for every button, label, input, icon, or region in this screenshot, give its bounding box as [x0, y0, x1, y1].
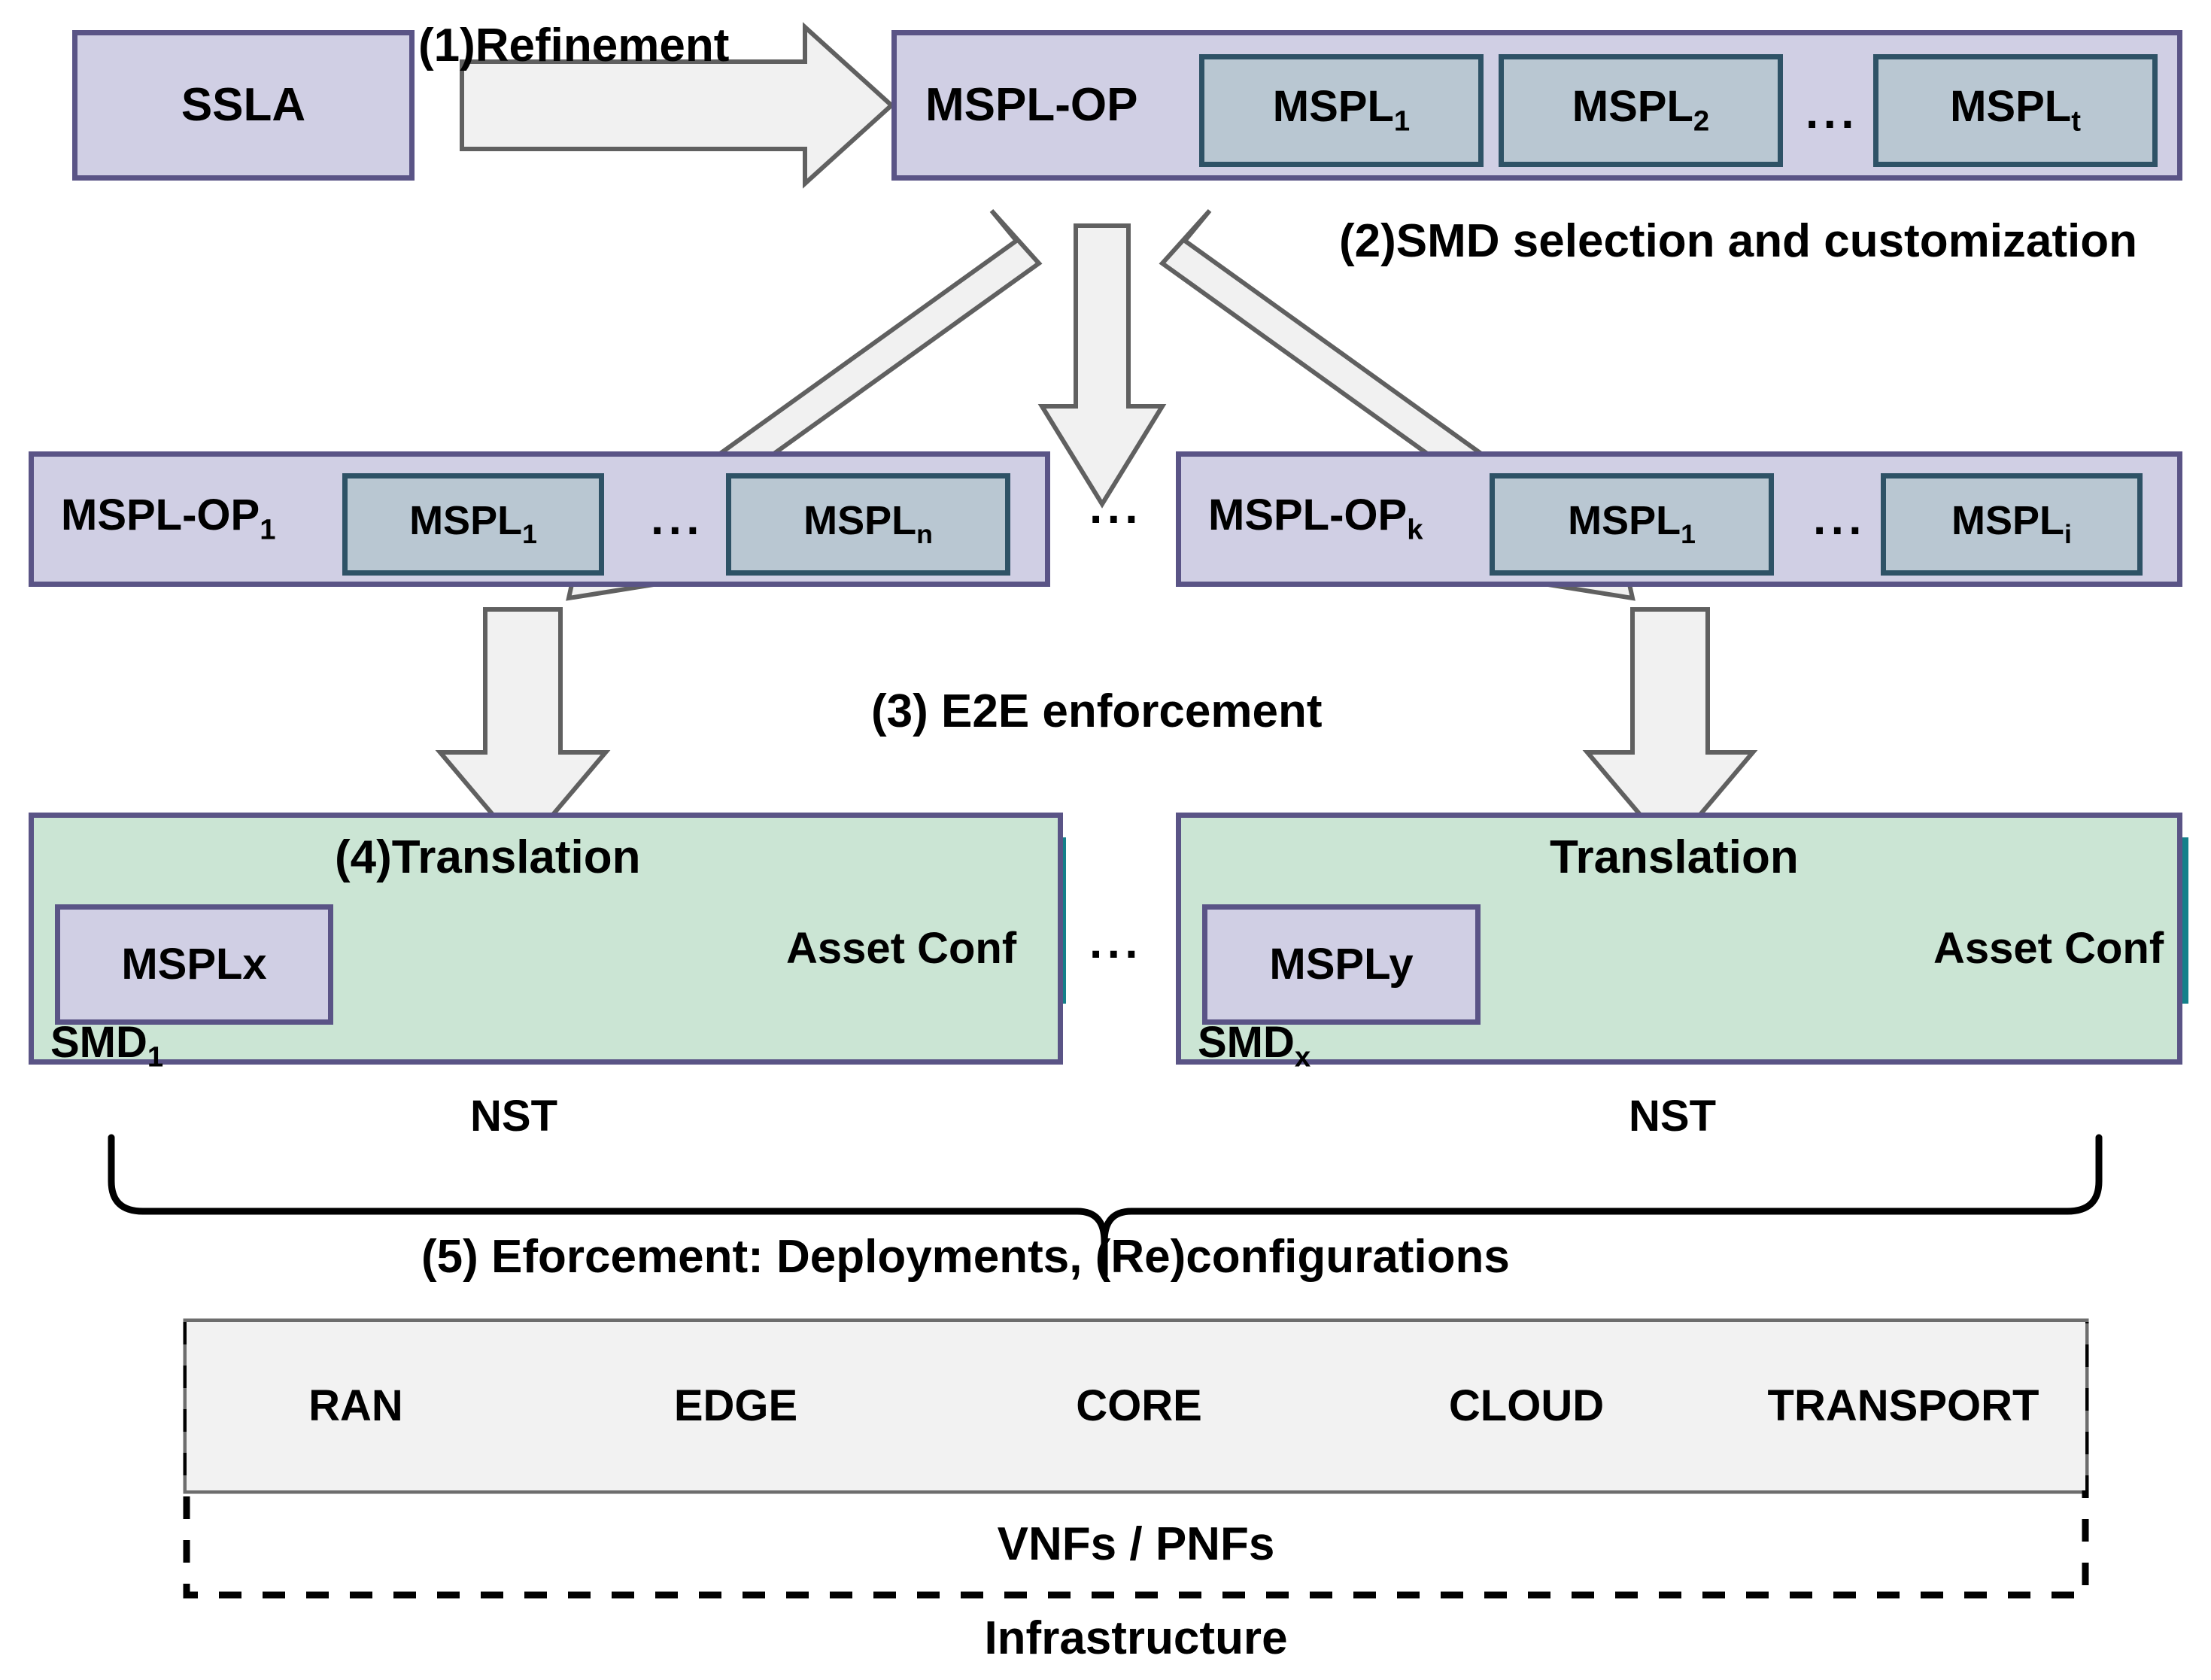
- mspl-policy-t-label: MSPLt: [1950, 82, 2081, 138]
- smd-x-asset-label: Asset Conf: [1933, 924, 2164, 973]
- vnf-pnf-label: VNFs / PNFs: [997, 1517, 1275, 1570]
- mspl-op-k-policy-i-label: MSPLi: [1951, 498, 2072, 550]
- step5-label: (5) Eforcement: Deployments, (Re)configu…: [421, 1231, 1510, 1283]
- smd-1-box[interactable]: MSPLx (4)Translation Asset Conf SMD1: [29, 813, 1063, 1071]
- vnf-pnf-area: VNFs / PNFs: [187, 1493, 2085, 1595]
- step3-label: (3) E2E enforcement: [871, 685, 1323, 737]
- smd-1-translation-label: (4)Translation: [335, 831, 641, 883]
- mspl-op-1-policy-n[interactable]: MSPLn: [726, 473, 1010, 576]
- domain-label-ran: RAN: [308, 1381, 403, 1430]
- step2-label: (2)SMD selection and customization: [1339, 215, 2138, 267]
- domain-cell-ran[interactable]: RAN: [187, 1322, 525, 1490]
- mspl-op-ellipsis: ···: [1806, 99, 1859, 150]
- smd-1-mspl-label: MSPLx: [121, 940, 267, 989]
- mspl-op-box[interactable]: MSPL-OP MSPL1 MSPL2 ··· MSPLt: [891, 30, 2182, 181]
- mspl-op-k-policy-1-label: MSPL1: [1568, 498, 1696, 550]
- domain-label-transport: TRANSPORT: [1767, 1381, 2039, 1430]
- nst-label-right: NST: [1629, 1092, 1716, 1141]
- domain-cell-core[interactable]: CORE: [946, 1322, 1332, 1490]
- smd-x-translation-label: Translation: [1550, 831, 1799, 883]
- mspl-op-1-label: MSPL-OP1: [61, 491, 276, 546]
- mspl-op-1-ellipsis: ···: [651, 505, 704, 557]
- smd-1-mspl-box[interactable]: MSPLx: [55, 904, 333, 1025]
- mspl-policy-1[interactable]: MSPL1: [1199, 54, 1484, 167]
- smd-x-mspl-label: MSPLy: [1269, 940, 1414, 989]
- nst-brace: [108, 1134, 2103, 1242]
- mspl-op-1-box[interactable]: MSPL-OP1 MSPL1 ··· MSPLn: [29, 451, 1050, 587]
- mspl-op-label: MSPL-OP: [925, 79, 1138, 131]
- step1-label: (1)Refinement: [418, 20, 730, 71]
- mspl-op-1-policy-1[interactable]: MSPL1: [342, 473, 604, 576]
- mspl-op-1-policy-1-label: MSPL1: [409, 498, 537, 550]
- domain-cell-edge[interactable]: EDGE: [525, 1322, 946, 1490]
- infrastructure-area: Infrastructure: [187, 1603, 2085, 1674]
- mspl-policy-1-label: MSPL1: [1272, 82, 1411, 138]
- mspl-policy-2[interactable]: MSPL2: [1499, 54, 1783, 167]
- infrastructure-label: Infrastructure: [984, 1612, 1288, 1664]
- mspl-policy-2-label: MSPL2: [1572, 82, 1710, 138]
- domain-cell-transport[interactable]: TRANSPORT: [1721, 1322, 2085, 1490]
- domain-strip: RAN EDGE CORE CLOUD TRANSPORT: [187, 1322, 2085, 1490]
- smd-x-id-label: SMDx: [1198, 1018, 1311, 1074]
- mspl-op-k-policy-1[interactable]: MSPL1: [1490, 473, 1774, 576]
- smd-1-asset-label: Asset Conf: [786, 924, 1017, 973]
- row3-mid-ellipsis: ···: [1089, 928, 1143, 980]
- smd-1-id-label: SMD1: [50, 1018, 164, 1074]
- domain-label-cloud: CLOUD: [1448, 1381, 1605, 1430]
- nst-label-left: NST: [470, 1092, 557, 1141]
- mspl-op-1-policy-n-label: MSPLn: [803, 498, 933, 550]
- mspl-op-k-ellipsis: ···: [1813, 505, 1866, 557]
- domain-label-edge: EDGE: [673, 1381, 798, 1430]
- ssla-label: SSLA: [181, 79, 306, 131]
- smd-x-box[interactable]: MSPLy Translation Asset Conf SMDx: [1176, 813, 2182, 1071]
- mspl-op-k-box[interactable]: MSPL-OPk MSPL1 ··· MSPLi: [1176, 451, 2182, 587]
- domain-label-core: CORE: [1076, 1381, 1202, 1430]
- ssla-box[interactable]: SSLA: [72, 30, 415, 181]
- mspl-policy-t[interactable]: MSPLt: [1873, 54, 2158, 167]
- mspl-op-k-label: MSPL-OPk: [1208, 491, 1423, 546]
- mspl-op-k-policy-i[interactable]: MSPLi: [1881, 473, 2143, 576]
- smd-x-mspl-box[interactable]: MSPLy: [1202, 904, 1481, 1025]
- arrow-center-down: [1037, 223, 1167, 509]
- row2-mid-ellipsis: ···: [1089, 494, 1143, 545]
- domain-cell-cloud[interactable]: CLOUD: [1332, 1322, 1721, 1490]
